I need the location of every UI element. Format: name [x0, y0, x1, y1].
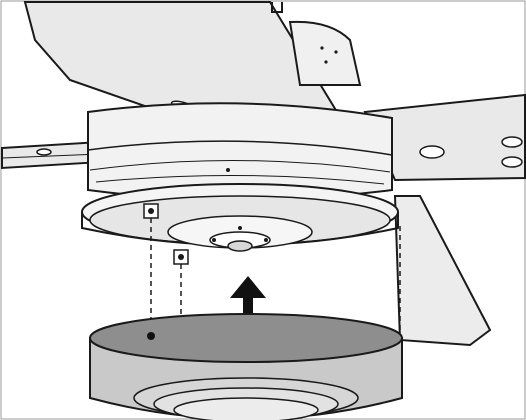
- alignment-guides: [150, 218, 401, 340]
- fan-blade-right-lower: [393, 195, 492, 347]
- blade-mount-hole: [501, 156, 523, 168]
- motor-top: [271, 2, 362, 86]
- screw-icon: [173, 249, 189, 265]
- screw-icon: [143, 203, 159, 219]
- blade-mount-hole: [501, 136, 523, 148]
- light-kit: [89, 313, 403, 420]
- arrow-up-icon: [230, 276, 266, 320]
- fan-blade-right: [363, 93, 526, 182]
- keyhole-slot-icon: [147, 332, 155, 340]
- blade-mount-hole: [419, 145, 445, 159]
- switch-housing-plate: [81, 183, 399, 252]
